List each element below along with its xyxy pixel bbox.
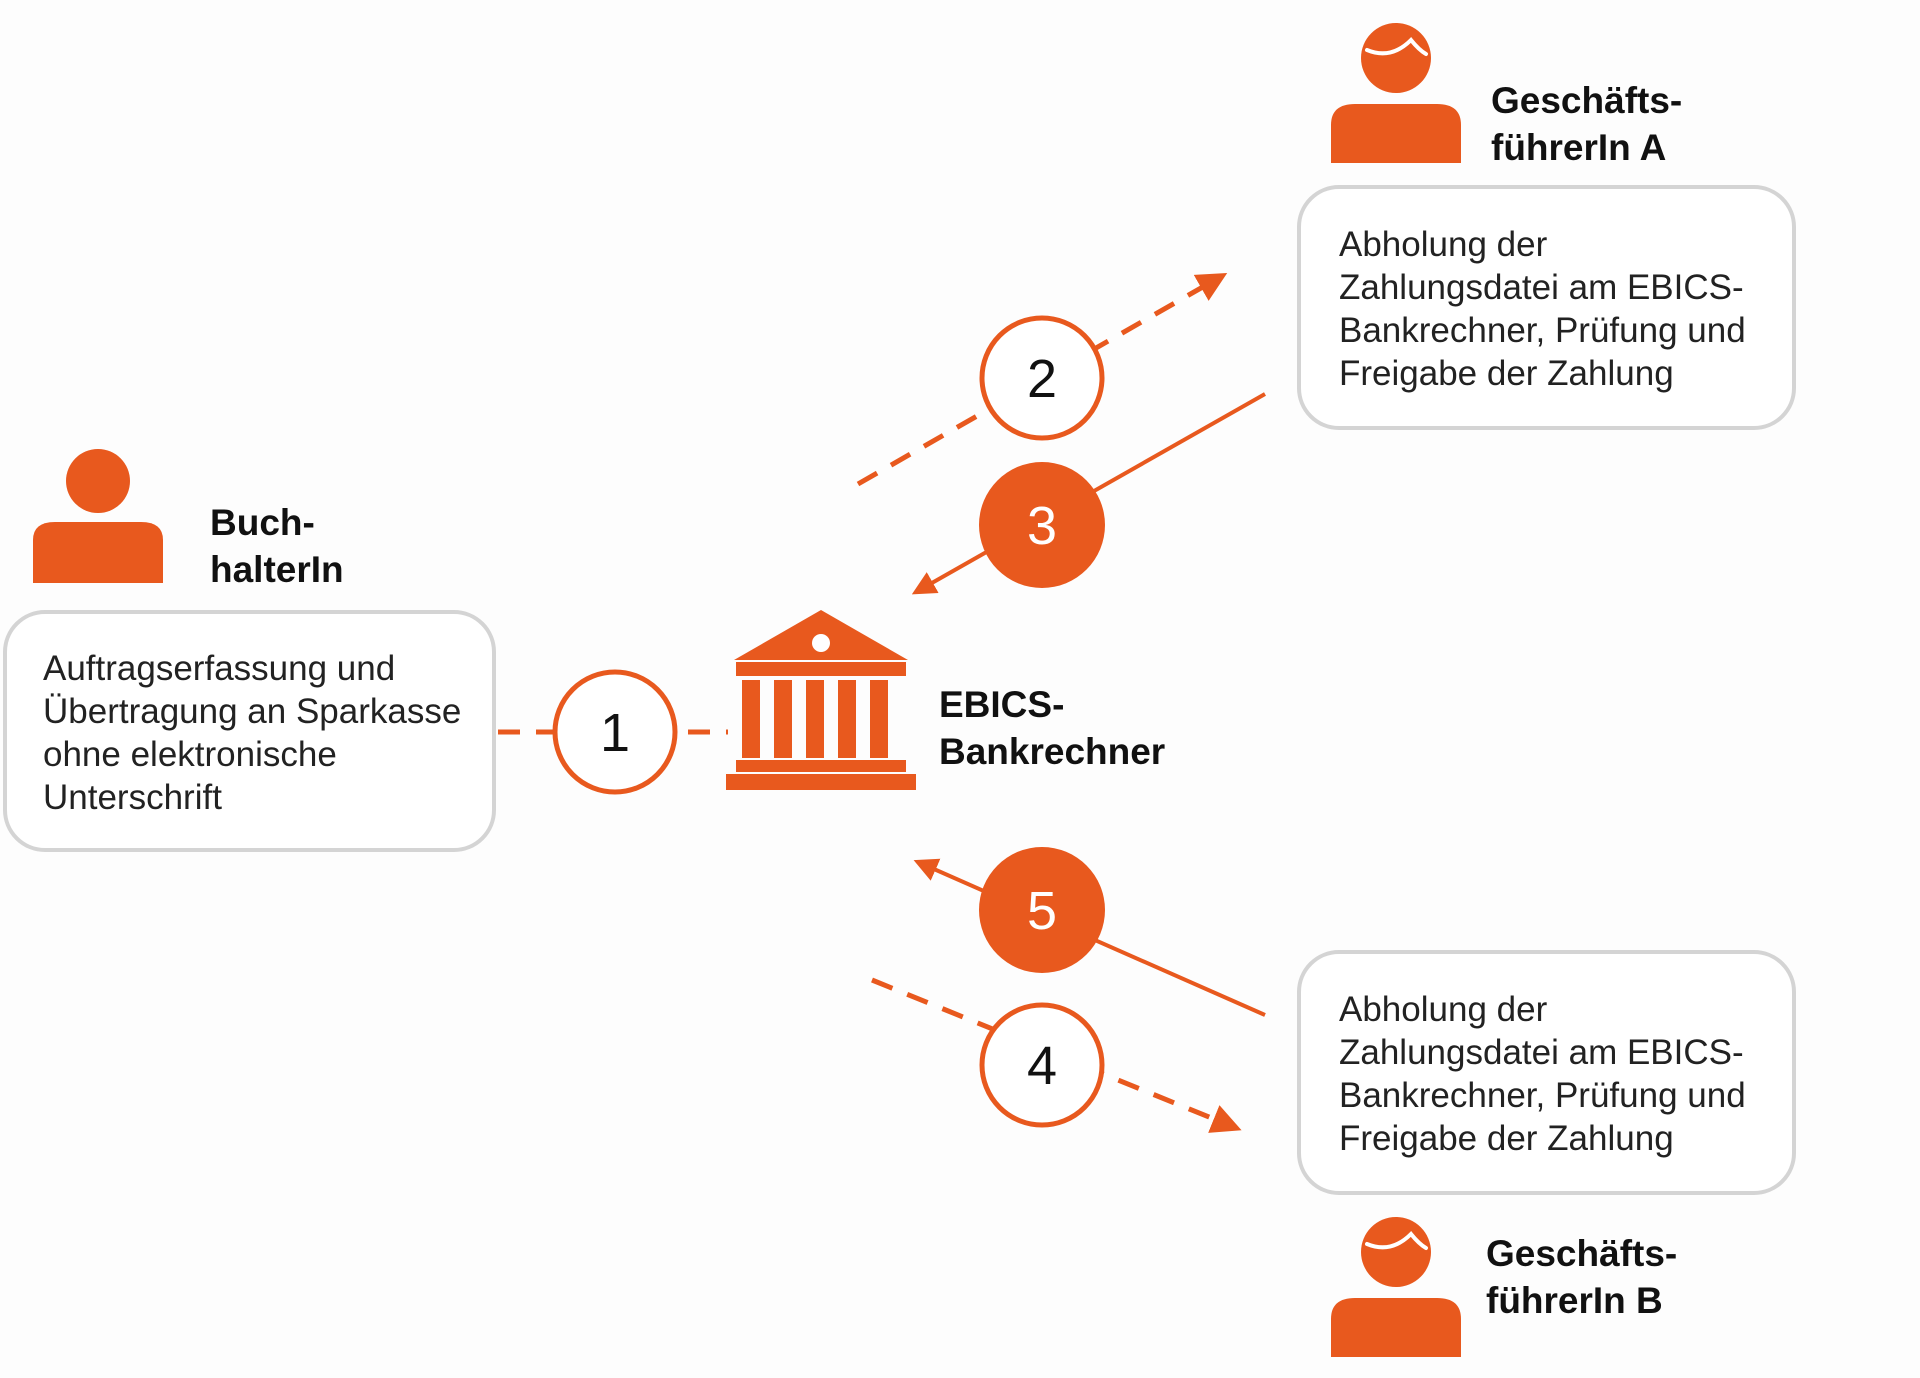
step-2-label: 2 [1027,349,1057,409]
bookkeeper-role-label: Buch- halterIn [210,502,344,590]
step-1-badge: 1 [552,669,678,795]
bank-building-icon [726,610,916,790]
director-a-person-icon [1331,23,1461,163]
step-1-label: 1 [600,703,630,763]
director-a-role-label: Geschäfts- führerIn A [1491,80,1683,168]
step-3-badge: 3 [979,462,1105,588]
step-5-label: 5 [1027,881,1057,941]
step-4-label: 4 [1027,1036,1057,1096]
step-2-badge: 2 [979,315,1105,441]
director-b-task-box: Abholung der Zahlungsdatei am EBICS- Ban… [1297,950,1796,1195]
step-4-badge: 4 [979,1002,1105,1128]
bookkeeper-person-icon [33,449,163,583]
step-5-badge: 5 [979,847,1105,973]
bank-label: EBICS- Bankrechner [939,684,1166,772]
director-b-role-label: Geschäfts- führerIn B [1486,1233,1678,1321]
director-a-task-box: Abholung der Zahlungsdatei am EBICS- Ban… [1297,185,1796,430]
director-b-person-icon [1331,1217,1461,1357]
bookkeeper-task-box: Auftragserfassung und Übertragung an Spa… [3,610,496,852]
step-3-label: 3 [1027,496,1057,556]
